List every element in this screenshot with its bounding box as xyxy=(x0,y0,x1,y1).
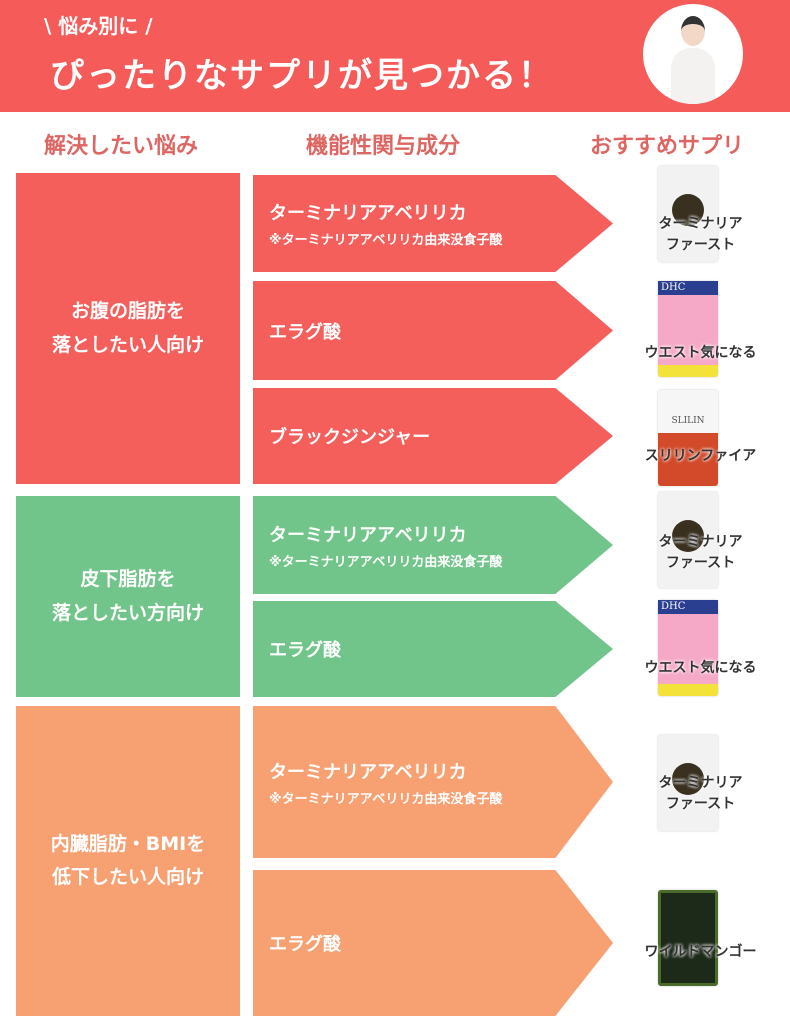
text-label: ターミナリアアベリリカ xyxy=(269,761,467,783)
product-package-image xyxy=(658,492,718,588)
text-label: ファースト xyxy=(665,796,736,812)
text-label: ※ターミナリアアベリリカ由来没食子酸 xyxy=(269,554,503,570)
text-label: エラグ酸 xyxy=(269,640,341,661)
text-label: エラグ酸 xyxy=(269,934,341,955)
concern-visceral-fat-bmi: 内臓脂肪・BMIを低下したい人向け xyxy=(16,706,240,1016)
decoration xyxy=(672,763,704,795)
dhc-brand-text: DHC xyxy=(658,281,718,295)
text-label: ※ターミナリアアベリリカ由来没食子酸 xyxy=(269,233,503,248)
text-label: ※ターミナリアアベリリカ由来没食子酸 xyxy=(269,791,503,807)
product-package-image xyxy=(658,166,718,262)
text-label: ウエスト気になる xyxy=(644,345,757,361)
product-package-image: SLILIN xyxy=(658,390,718,486)
dhc-brand-text: DHC xyxy=(658,600,718,614)
decoration: 内臓脂肪・BMIを低下したい人向け xyxy=(51,828,205,895)
text-label: ワイルドマンゴー xyxy=(644,944,757,960)
text-label: ファースト xyxy=(665,237,736,253)
text-label: スリリンファイア xyxy=(644,448,757,464)
ingredient-arrow: エラグ酸 xyxy=(253,601,613,697)
text-label: ファースト xyxy=(665,555,736,571)
header-subtitle: \ 悩み別に / xyxy=(44,14,153,38)
product-package-image: DHC xyxy=(658,600,718,696)
header-title: ぴったりなサプリが見つかる！ xyxy=(50,56,554,96)
product-terminalia-first[interactable]: ターミナリアファースト xyxy=(628,166,773,266)
product-waist-kininaru[interactable]: DHC ウエスト気になる xyxy=(628,600,773,700)
decoration xyxy=(672,194,704,226)
text-label: ターミナリア xyxy=(658,775,743,791)
column-heading-ingredient: 機能性関与成分 xyxy=(306,134,461,159)
product-package-image xyxy=(658,735,718,831)
decoration xyxy=(671,48,715,104)
decoration xyxy=(681,16,705,46)
woman-avatar xyxy=(643,4,743,104)
product-waist-kininaru[interactable]: DHC ウエスト気になる xyxy=(628,281,773,381)
ingredient-arrow: エラグ酸 xyxy=(253,870,613,1016)
text-label: ターミナリア xyxy=(658,216,743,232)
concern-subcutaneous-fat: 皮下脂肪を落としたい方向け xyxy=(16,496,240,697)
text-label: ブラックジンジャー xyxy=(269,427,431,448)
slilin-brand-text: SLILIN xyxy=(671,416,705,426)
decoration: お腹の脂肪を落としたい人向け xyxy=(52,295,204,362)
text-label: ターミナリアアベリリカ xyxy=(269,203,467,224)
text-label: 落としたい人向け xyxy=(51,333,204,356)
text-label: 低下したい人向け xyxy=(51,866,204,888)
product-wild-mango[interactable]: ワイルドマンゴー xyxy=(628,890,773,990)
text-label: 内臓脂肪・BMIを xyxy=(50,832,206,855)
text-label: 皮下脂肪を xyxy=(80,568,176,591)
text-label: 落としたい方向け xyxy=(51,601,204,624)
ingredient-arrow: ターミナリアアベリリカ ※ターミナリアアベリリカ由来没食子酸 xyxy=(253,496,613,594)
text-label: お腹の脂肪を xyxy=(70,300,185,323)
column-heading-concern: 解決したい悩み xyxy=(44,134,199,159)
concern-belly-fat: お腹の脂肪を落としたい人向け xyxy=(16,173,240,484)
text-label: ターミナリアアベリリカ xyxy=(269,524,467,546)
decoration xyxy=(672,520,704,552)
product-package-image: DHC xyxy=(658,281,718,377)
text-label: ウエスト気になる xyxy=(644,660,757,676)
ingredient-arrow: ターミナリアアベリリカ ※ターミナリアアベリリカ由来没食子酸 xyxy=(253,706,613,858)
product-terminalia-first[interactable]: ターミナリアファースト xyxy=(628,735,773,835)
column-heading-supplement: おすすめサプリ xyxy=(590,134,745,159)
product-package-image xyxy=(658,890,718,986)
ingredient-arrow: エラグ酸 xyxy=(253,281,613,380)
text-label: ターミナリア xyxy=(658,534,743,550)
ingredient-arrow: ブラックジンジャー xyxy=(253,388,613,484)
ingredient-arrow: ターミナリアアベリリカ ※ターミナリアアベリリカ由来没食子酸 xyxy=(253,175,613,272)
text-label: エラグ酸 xyxy=(269,321,341,343)
product-slilin-fire[interactable]: SLILIN スリリンファイア xyxy=(628,390,773,490)
header-banner: \ 悩み別に / ぴったりなサプリが見つかる！ xyxy=(0,0,790,112)
product-terminalia-first[interactable]: ターミナリアファースト xyxy=(628,492,773,592)
decoration: 皮下脂肪を落としたい方向け xyxy=(52,563,204,630)
